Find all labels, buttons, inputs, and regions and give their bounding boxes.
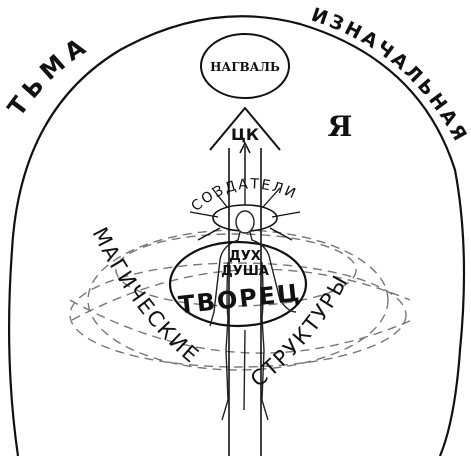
creator-label: ТВОРЕЦ [177,279,303,320]
nagual-label: НАГВАЛЬ [210,60,280,74]
nagual-ellipse [200,33,290,99]
center-label: ЦК [231,125,259,144]
head-rays [189,178,301,241]
outer-left-label: ТЬМА [2,30,95,122]
soul-label: ДУША [221,264,269,279]
creators-label: СОЗДАТЕЛИ [188,176,299,215]
creator-band [168,240,308,328]
up-arrow [239,141,251,180]
human-figure [209,210,297,421]
vertical-channel [228,148,262,456]
channel-triangle [209,106,281,151]
spirit-label: ДУХ [229,249,261,264]
magic-structures-rings [69,229,413,371]
self-letter: Я [328,110,353,143]
outer-boundary [8,15,466,456]
